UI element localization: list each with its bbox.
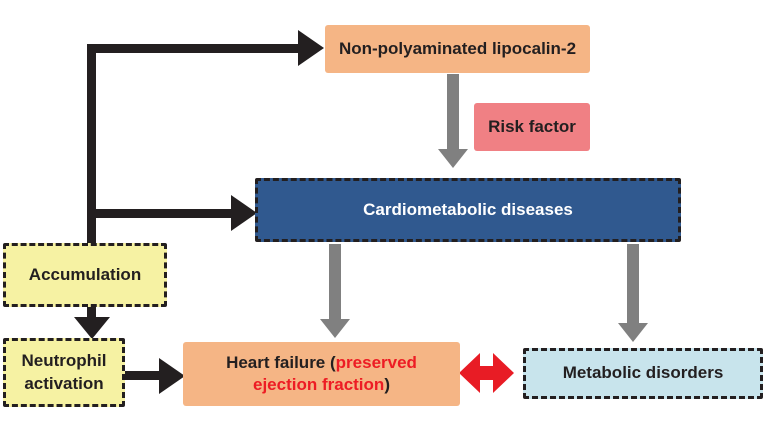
node-label: Non-polyaminated lipocalin-2 bbox=[338, 38, 577, 58]
node-metabolic-disorders: Metabolic disorders bbox=[523, 348, 763, 399]
arrow-cardiometabolic-to-heart-failure-shaft bbox=[329, 244, 341, 320]
node-neutrophil-activation: Neutrophil activation bbox=[3, 338, 125, 407]
arrow-junction-to-lipocalin2-shaft bbox=[87, 44, 299, 53]
double-headed-arrow-icon bbox=[459, 353, 514, 393]
node-label: Cardiometabolic diseases bbox=[363, 199, 573, 219]
heart-failure-highlight: preserved ejection fraction bbox=[253, 352, 417, 394]
node-cardiometabolic-diseases: Cardiometabolic diseases bbox=[255, 178, 681, 242]
heart-failure-prefix: Heart failure ( bbox=[226, 352, 336, 372]
arrow-neutrophil-to-heart-failure-shaft bbox=[125, 371, 160, 380]
arrow-lipocalin2-to-cardiometabolic-shaft bbox=[447, 74, 459, 150]
node-label: Risk factor bbox=[488, 116, 576, 136]
black-trunk-line bbox=[87, 44, 96, 245]
node-label: Metabolic disorders bbox=[562, 363, 724, 383]
gray-arrowhead-down-icon bbox=[618, 323, 648, 342]
node-non-polyaminated-lipocalin-2: Non-polyaminated lipocalin-2 bbox=[325, 25, 590, 73]
gray-arrowhead-down-icon bbox=[438, 149, 468, 168]
arrowhead-right-icon bbox=[159, 358, 185, 394]
node-label: Accumulation bbox=[28, 264, 142, 284]
arrow-cardiometabolic-to-metabolic-disorders-shaft bbox=[627, 244, 639, 324]
arrowhead-right-icon bbox=[298, 30, 324, 66]
node-risk-factor: Risk factor bbox=[474, 103, 590, 151]
arrowhead-down-icon bbox=[74, 317, 110, 339]
node-label: Heart failure (preserved ejection fracti… bbox=[207, 352, 436, 396]
node-label: Neutrophil activation bbox=[21, 351, 107, 393]
arrowhead-right-icon bbox=[231, 195, 257, 231]
heart-failure-suffix: ) bbox=[384, 375, 390, 394]
node-heart-failure: Heart failure (preserved ejection fracti… bbox=[183, 342, 460, 406]
node-accumulation: Accumulation bbox=[3, 243, 167, 307]
gray-arrowhead-down-icon bbox=[320, 319, 350, 338]
arrow-junction-to-cardiometabolic-shaft bbox=[87, 209, 232, 218]
arrow-accumulation-to-neutrophil-shaft bbox=[87, 306, 96, 318]
